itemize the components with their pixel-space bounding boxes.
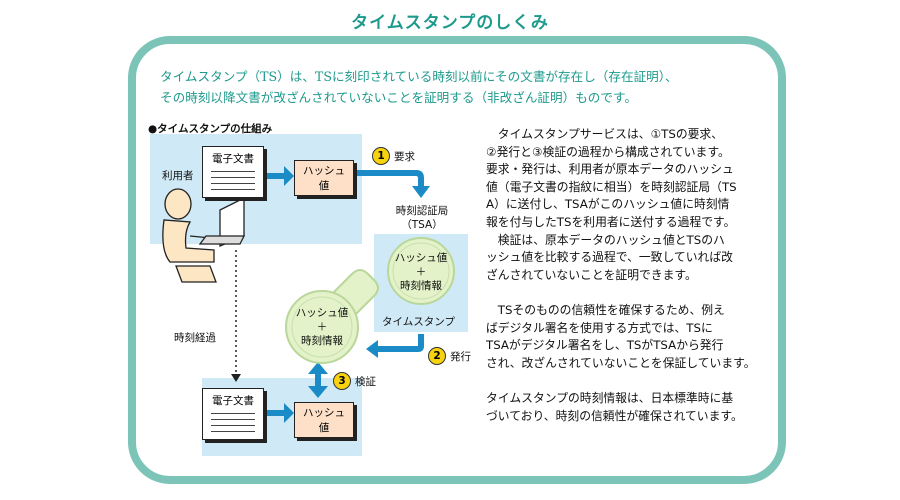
tsa-label-line-1: 時刻認証局 — [395, 205, 449, 217]
body-line: ②発行と③検証の過程から構成されています。 — [486, 144, 730, 159]
body-line: ざんされていないことを証明できます。 — [486, 267, 697, 282]
document-bottom: 電子文書 — [202, 388, 264, 440]
step-3-badge: 3 — [333, 372, 351, 390]
elapsed-label: 時刻経過 — [174, 332, 216, 344]
tsa-label: 時刻認証局 （TSA） — [382, 204, 462, 232]
step-2-badge: 2 — [428, 347, 446, 365]
tsa-stamp-hash: ハッシュ値 — [394, 252, 448, 264]
step-3-label: 検証 — [355, 376, 376, 388]
verify-arrow — [308, 362, 328, 398]
elapsed-arrowhead — [231, 374, 241, 382]
body-line: A）に送付し、TSAがこのハッシュ値に時刻情 — [486, 197, 730, 212]
document-bottom-label: 電子文書 — [212, 395, 254, 407]
intro-line-2: その時刻以降文書が改ざんされていないことを証明する（非改ざん証明）ものです。 — [160, 90, 637, 105]
stamp-caption: タイムスタンプ — [382, 316, 455, 328]
intro-line-1: タイムスタンプ（TS）は、TSに刻印されている時刻以前にその文書が存在し（存在証… — [160, 69, 678, 84]
issue-arrow — [366, 334, 424, 358]
body-line: タイムスタンプサービスは、①TSの要求、 — [497, 127, 724, 141]
hash-bottom-label: ハッシュ — [303, 407, 345, 419]
body-line: づいており、時刻の信頼性が確保されています。 — [486, 408, 743, 423]
body-line: TSAがデジタル署名をし、TSがTSAから発行 — [486, 338, 724, 353]
page-title: タイムスタンプのしくみ — [351, 13, 549, 33]
hash-box-top: ハッシュ 値 — [294, 160, 354, 196]
tsa-label-line-2: （TSA） — [401, 219, 443, 231]
issued-stamp-time: 時刻情報 — [301, 335, 343, 347]
issued-stamp-hash: ハッシュ値 — [295, 307, 349, 319]
body-line: 報を付与したTSを利用者に送付する過程です。 — [486, 214, 736, 229]
laptop-icon — [198, 196, 246, 247]
intro-text: タイムスタンプ（TS）は、TSに刻印されている時刻以前にその文書が存在し（存在証… — [160, 66, 760, 108]
hash-bottom-value: 値 — [318, 422, 330, 434]
explanation-text: タイムスタンプサービスは、①TSの要求、 ②発行と③検証の過程から構成されていま… — [486, 126, 782, 425]
body-line: され、改ざんされていないことを保証しています。 — [486, 355, 756, 370]
hash-top-label: ハッシュ — [303, 165, 345, 177]
body-line: 検証は、原本データのハッシュ値とTSのハ — [497, 232, 725, 247]
body-line: ばデジタル署名を使用する方式では、TSに — [486, 320, 713, 335]
tsa-stamp-icon — [387, 237, 455, 305]
document-top-label: 電子文書 — [212, 153, 254, 165]
user-figure-icon — [162, 188, 233, 283]
hash-top-value: 値 — [318, 180, 330, 192]
body-line: 要求・発行は、利用者が原本データのハッシュ — [486, 162, 734, 177]
hash-box-bottom: ハッシュ 値 — [294, 402, 354, 438]
body-line: ッシュ値を比較する過程で、一致していれば改 — [486, 250, 733, 265]
document-top: 電子文書 — [202, 146, 264, 198]
user-label: 利用者 — [162, 170, 194, 182]
issued-stamp-text: ハッシュ値 ＋ 時刻情報 — [282, 306, 362, 348]
arrow-doc-to-hash-top — [266, 166, 294, 186]
issued-stamp-plus: ＋ — [316, 321, 328, 333]
body-line: 値（電子文書の指紋に相当）を時刻認証局（TS — [486, 179, 737, 194]
request-arrow — [354, 170, 430, 198]
arrow-doc-to-hash-bottom — [266, 403, 294, 423]
step-2-label: 発行 — [450, 351, 471, 363]
body-line: タイムスタンプの時刻情報は、日本標準時に基 — [486, 390, 734, 405]
body-line: TSそのものの信頼性を確保するため、例え — [497, 302, 725, 317]
issued-stamp-icon — [285, 269, 379, 364]
tsa-stamp-time: 時刻情報 — [400, 280, 442, 292]
tsa-stamp-text: ハッシュ値 ＋ 時刻情報 — [381, 251, 461, 293]
step-1-label: 要求 — [394, 151, 415, 163]
diagram-heading: ●タイムスタンプの仕組み — [148, 123, 273, 135]
tsa-stamp-plus: ＋ — [415, 266, 427, 278]
step-1-badge: 1 — [372, 147, 390, 165]
